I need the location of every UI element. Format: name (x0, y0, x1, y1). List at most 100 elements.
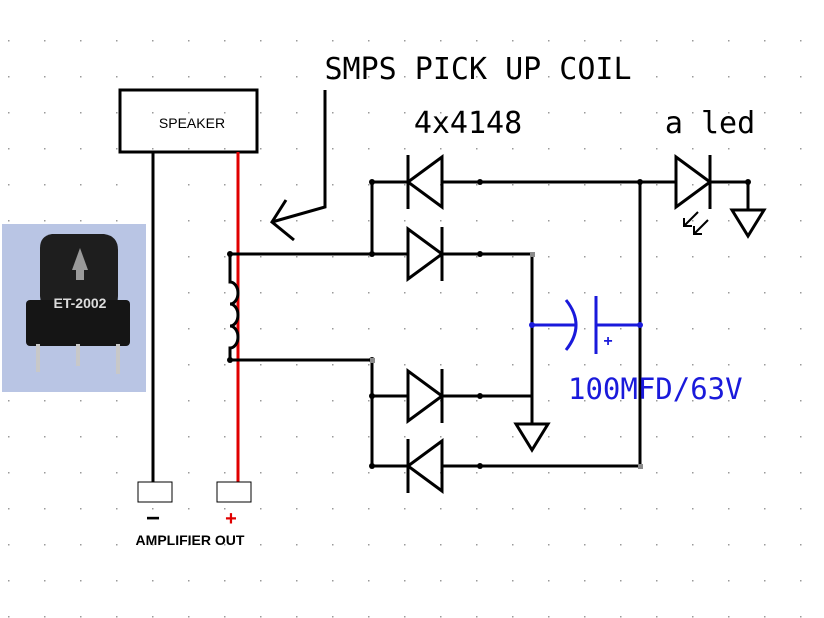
grid-dot (296, 580, 298, 582)
grid-dot (620, 256, 622, 258)
grid-dot (188, 40, 190, 42)
grid-dot (116, 148, 118, 150)
grid-dot (440, 580, 442, 582)
grid-dot (692, 76, 694, 78)
coil-winding (228, 254, 240, 360)
grid-dot (152, 112, 154, 114)
grid-dot (224, 400, 226, 402)
diode-2 (372, 226, 532, 282)
grid-dot (224, 148, 226, 150)
grid-dot (548, 148, 550, 150)
grid-dot (116, 76, 118, 78)
grid-dot (692, 256, 694, 258)
grid-dot (296, 256, 298, 258)
grid-dot (404, 544, 406, 546)
grid-dot (116, 508, 118, 510)
grid-dot (368, 544, 370, 546)
grid-dot (80, 616, 82, 618)
grid-dot (476, 328, 478, 330)
grid-dot (764, 400, 766, 402)
grid-dot (584, 364, 586, 366)
grid-dot (512, 544, 514, 546)
grid-dot (260, 112, 262, 114)
grid-dot (548, 616, 550, 618)
grid-dot (620, 76, 622, 78)
grid-dot (440, 148, 442, 150)
grid-dot (440, 40, 442, 42)
grid-dot (440, 364, 442, 366)
grid-dot (188, 544, 190, 546)
grid-dots (8, 40, 802, 618)
grid-dot (440, 616, 442, 618)
grid-dot (476, 76, 478, 78)
grid-dot (620, 328, 622, 330)
grid-dot (260, 148, 262, 150)
arrow-stem-shape (76, 268, 84, 280)
grid-dot (584, 400, 586, 402)
grid-dot (368, 292, 370, 294)
grid-dot (8, 544, 10, 546)
grid-dot (800, 364, 802, 366)
grid-dot (476, 148, 478, 150)
grid-dot (296, 508, 298, 510)
diodes-label: 4x4148 (414, 106, 522, 141)
grid-dot (728, 76, 730, 78)
grid-dot (332, 544, 334, 546)
grid-dot (620, 364, 622, 366)
grid-dot (440, 112, 442, 114)
grid-dot (548, 292, 550, 294)
grid-dot (368, 328, 370, 330)
grid-dot (548, 40, 550, 42)
grid-dot (332, 364, 334, 366)
grid-dot (188, 328, 190, 330)
grid-dot (764, 76, 766, 78)
grid-dot (728, 148, 730, 150)
capacitor-junction-dots (529, 322, 643, 328)
grid-dot (296, 364, 298, 366)
speaker-label: SPEAKER (159, 115, 225, 131)
grid-dot (44, 40, 46, 42)
grid-dot (764, 616, 766, 618)
grid-dot (656, 400, 658, 402)
led-label: a led (665, 106, 755, 141)
grid-dot (548, 220, 550, 222)
grid-dot (512, 508, 514, 510)
grid-dot (332, 472, 334, 474)
grid-dot (404, 220, 406, 222)
grid-dot (80, 400, 82, 402)
grid-dot (260, 220, 262, 222)
grid-dot (224, 40, 226, 42)
grid-dot (368, 580, 370, 582)
grid-dot (548, 76, 550, 78)
grid-dot (8, 112, 10, 114)
grid-dot (296, 616, 298, 618)
grid-dot (116, 472, 118, 474)
grid-dot (656, 112, 658, 114)
grid-dot (44, 112, 46, 114)
grid-dot (584, 220, 586, 222)
grid-dot (80, 148, 82, 150)
grid-dot (188, 436, 190, 438)
grid-dot (404, 328, 406, 330)
coil-pin-left (36, 344, 40, 372)
grid-dot (368, 148, 370, 150)
grid-dot (764, 112, 766, 114)
grid-dot (368, 256, 370, 258)
grid-dot (224, 580, 226, 582)
grid-dot (152, 76, 154, 78)
grid-dot (188, 580, 190, 582)
grid-dot (620, 508, 622, 510)
grid-dot (548, 364, 550, 366)
grid-dot (728, 220, 730, 222)
grid-dot (188, 472, 190, 474)
grid-dot (116, 580, 118, 582)
grid-dot (116, 40, 118, 42)
grid-dot (620, 544, 622, 546)
grid-dot (404, 436, 406, 438)
grid-dot (656, 148, 658, 150)
light-ray-1 (683, 211, 699, 227)
grid-dot (476, 184, 478, 186)
grid-dot (440, 544, 442, 546)
grid-dot (764, 148, 766, 150)
grid-dot (116, 184, 118, 186)
